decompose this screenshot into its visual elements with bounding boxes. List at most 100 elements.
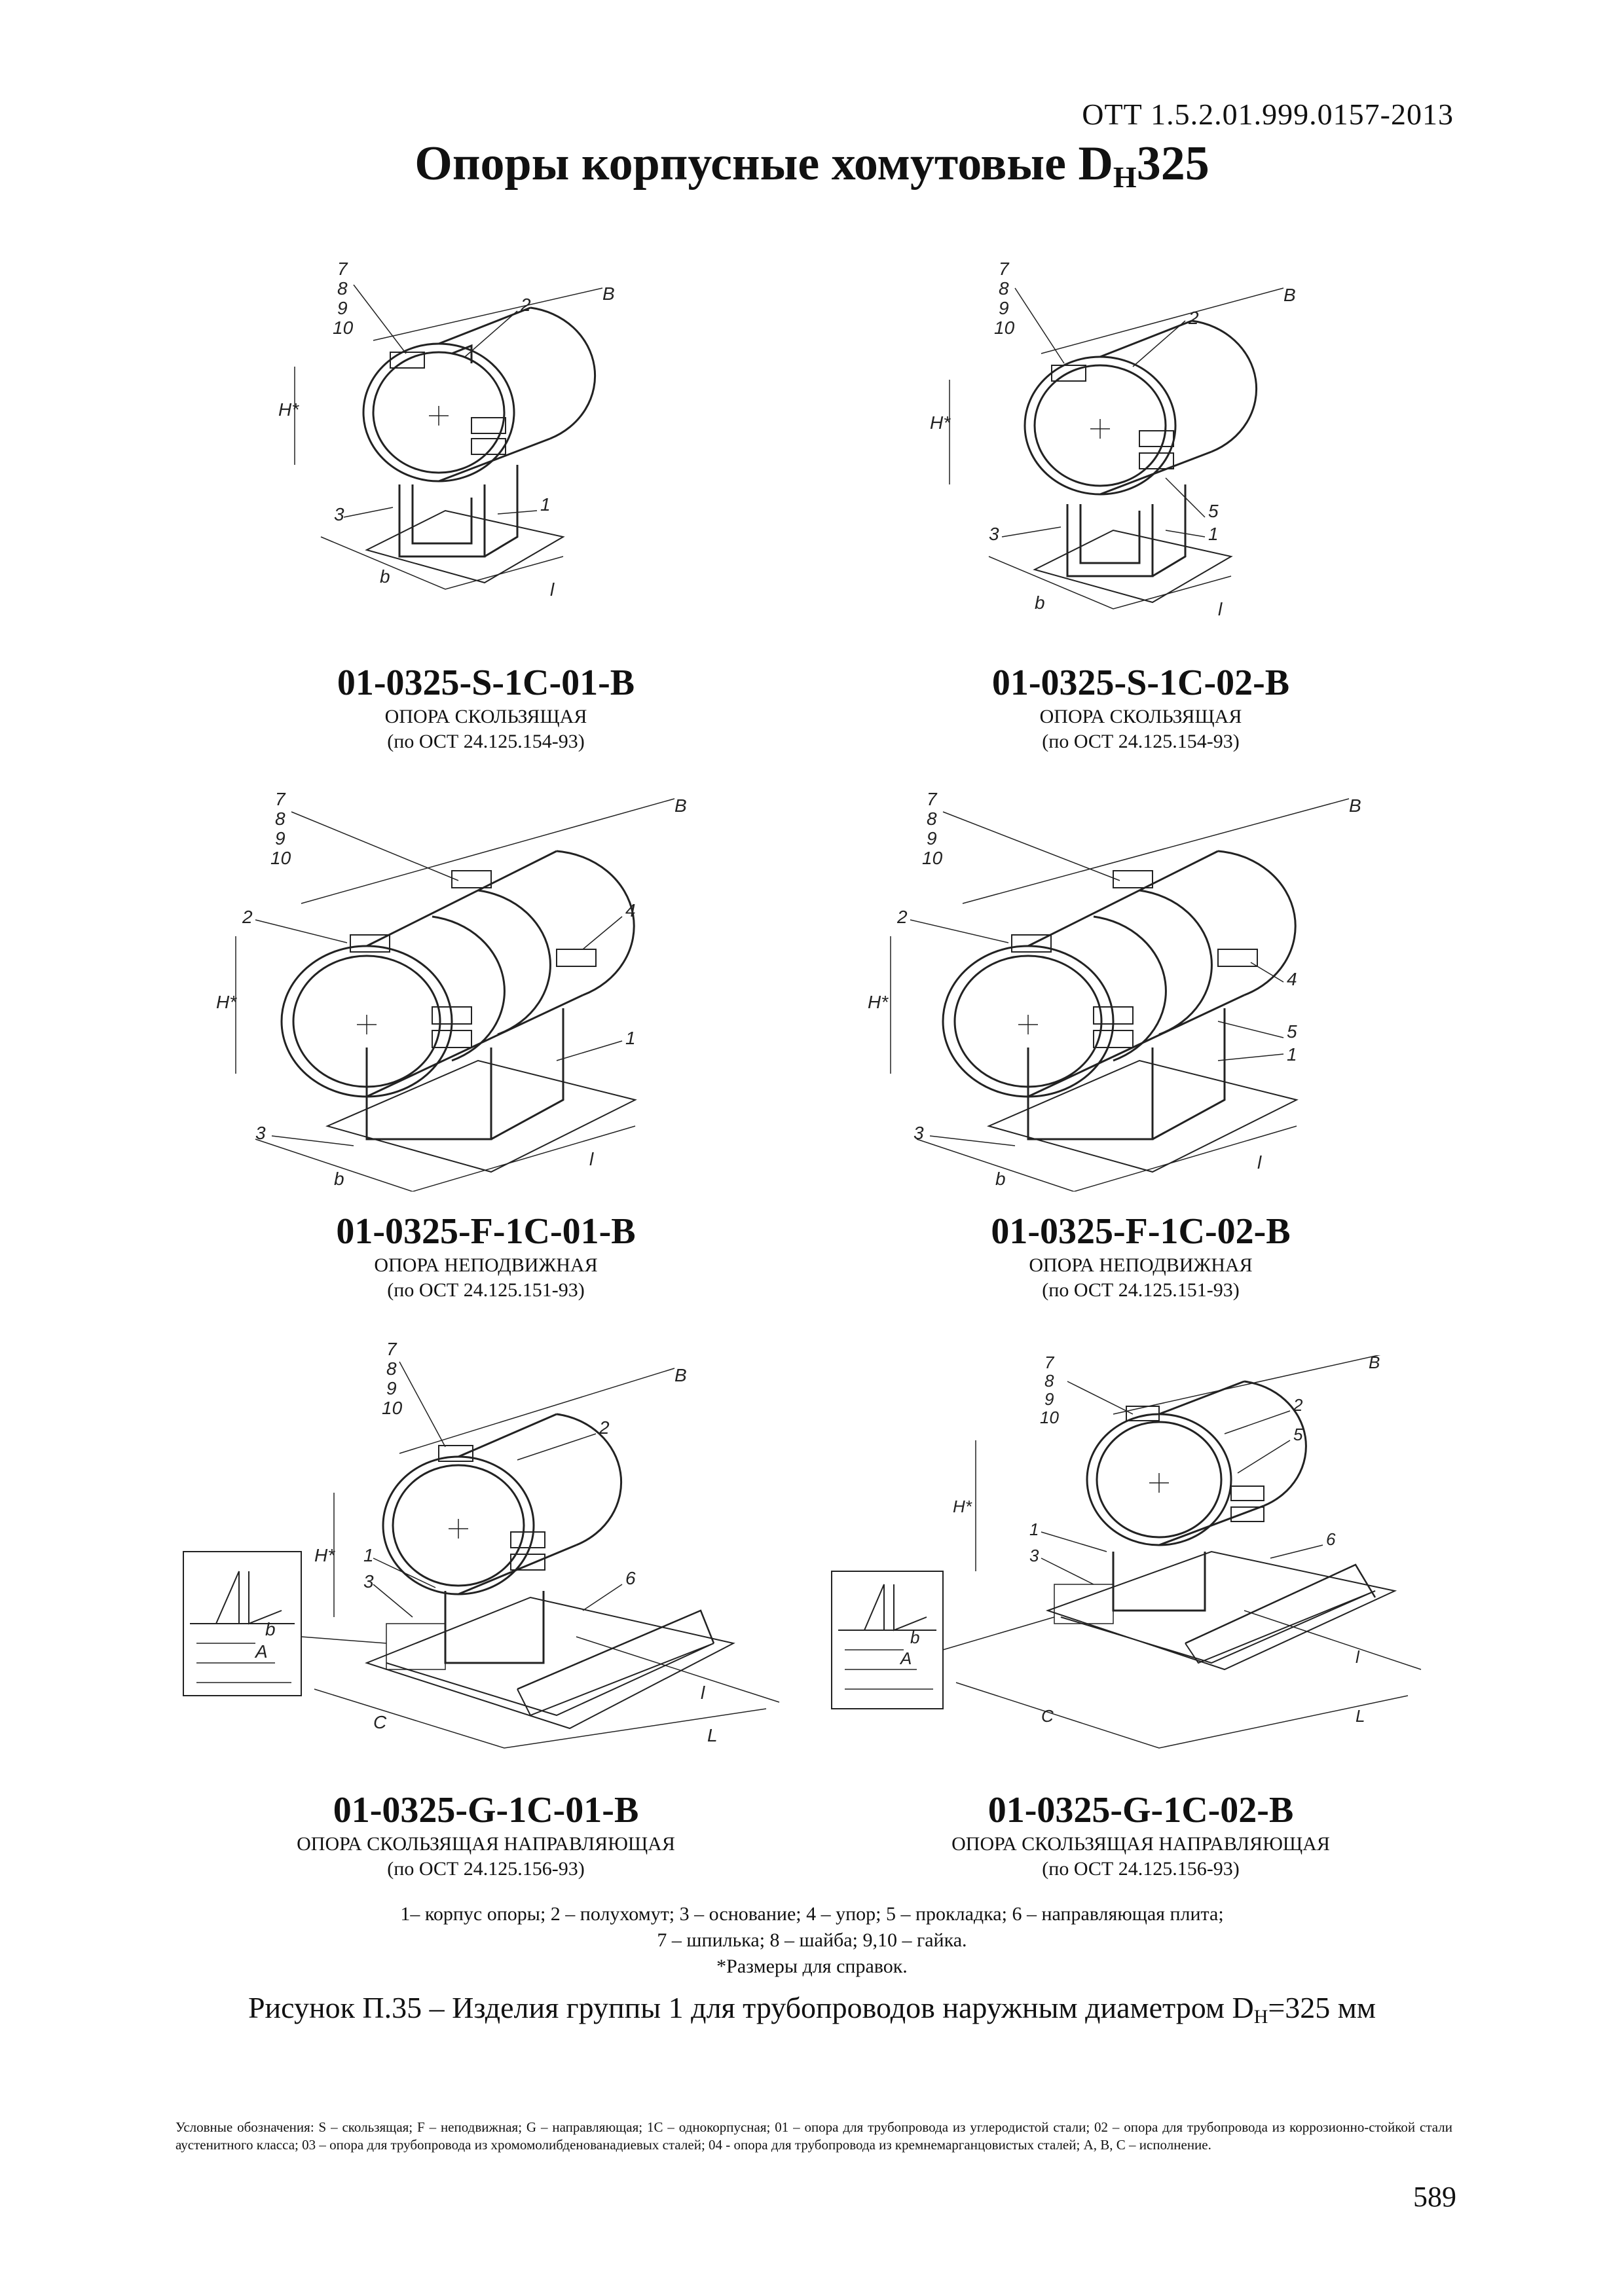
item-name: ОПОРА СКОЛЬЗЯЩАЯ <box>1039 706 1242 727</box>
callout-2: 2 <box>1293 1395 1303 1415</box>
item-standard: (по ОСТ 24.125.151-93) <box>1042 1279 1240 1301</box>
callout-7: 7 <box>1044 1355 1055 1372</box>
callout-8: 8 <box>999 278 1009 299</box>
drawing-f-1c-02: 7 8 9 10 2 4 5 1 3 B H* b l <box>864 786 1375 1192</box>
caption-g-1c-01: 01-0325-G-1C-01-B ОПОРА СКОЛЬЗЯЩАЯ НАПРА… <box>158 1789 813 1882</box>
callout-8: 8 <box>337 278 348 299</box>
drawing-g-1c-02: 7 8 9 10 2 5 1 3 6 B H* C L l b A <box>819 1355 1473 1761</box>
callout-7: 7 <box>927 789 938 809</box>
dim-C: C <box>373 1712 387 1732</box>
callout-7: 7 <box>386 1339 397 1359</box>
item-name: ОПОРА СКОЛЬЗЯЩАЯ НАПРАВЛЯЮЩАЯ <box>951 1833 1330 1855</box>
parts-legend: 1– корпус опоры; 2 – полухомут; 3 – осно… <box>0 1901 1624 1980</box>
callout-1: 1 <box>540 494 551 515</box>
dim-b: b <box>1035 592 1045 613</box>
callout-10: 10 <box>382 1398 403 1418</box>
item-code: 01-0325-G-1C-02-B <box>987 1790 1294 1831</box>
document-code: ОТТ 1.5.2.01.999.0157-2013 <box>1082 98 1454 131</box>
callout-8: 8 <box>386 1358 397 1379</box>
caption-g-1c-02: 01-0325-G-1C-02-B ОПОРА СКОЛЬЗЯЩАЯ НАПРА… <box>813 1789 1468 1882</box>
dim-A: A <box>254 1641 268 1662</box>
callout-3: 3 <box>1029 1546 1039 1565</box>
callout-9: 9 <box>386 1378 397 1398</box>
item-name: ОПОРА НЕПОДВИЖНАЯ <box>374 1254 598 1276</box>
figure-caption: Рисунок П.35 – Изделия группы 1 для труб… <box>0 1990 1624 2028</box>
legend-line-1: 1– корпус опоры; 2 – полухомут; 3 – осно… <box>400 1903 1224 1925</box>
callout-2: 2 <box>520 295 531 315</box>
title-main: Опоры корпусные хомутовые D <box>415 137 1113 191</box>
callout-4: 4 <box>1287 969 1297 989</box>
callout-4: 4 <box>625 900 636 920</box>
callout-3: 3 <box>255 1123 266 1143</box>
legend-line-3: *Размеры для справок. <box>716 1956 908 1977</box>
dim-A: A <box>899 1649 912 1668</box>
drawing-g-1c-01: 7 8 9 10 2 1 3 6 B H* C L l b A <box>177 1336 832 1755</box>
callout-3: 3 <box>363 1571 374 1592</box>
item-standard: (по ОСТ 24.125.156-93) <box>387 1858 585 1880</box>
callout-8: 8 <box>1044 1371 1054 1391</box>
dim-H: H* <box>278 399 299 420</box>
dim-l: l <box>589 1149 594 1169</box>
dim-b: b <box>995 1169 1006 1189</box>
dim-B: B <box>1369 1355 1380 1372</box>
item-code: 01-0325-F-1C-01-B <box>336 1211 636 1252</box>
callout-7: 7 <box>999 259 1010 279</box>
callout-10: 10 <box>1040 1408 1059 1427</box>
dim-B: B <box>602 283 615 304</box>
dim-b: b <box>265 1619 276 1639</box>
caption-s-1c-01: 01-0325-S-1C-01-B ОПОРА СКОЛЬЗЯЩАЯ (по О… <box>158 661 813 754</box>
callout-1: 1 <box>625 1028 636 1048</box>
callout-8: 8 <box>927 809 937 829</box>
figure-caption-tail: =325 мм <box>1268 1991 1376 2024</box>
dim-B: B <box>1283 285 1296 305</box>
drawing-f-1c-01: 7 8 9 10 2 4 1 3 B H* b l <box>216 786 701 1192</box>
drawing-s-1c-02: 7 8 9 10 2 5 1 3 B H* b l <box>917 249 1310 642</box>
callout-5: 5 <box>1287 1021 1297 1042</box>
dim-l: l <box>701 1683 705 1703</box>
caption-s-1c-02: 01-0325-S-1C-02-B ОПОРА СКОЛЬЗЯЩАЯ (по О… <box>813 661 1468 754</box>
dim-L: L <box>707 1725 718 1745</box>
legend-line-2: 7 – шпилька; 8 – шайба; 9,10 – гайка. <box>657 1929 967 1951</box>
callout-10: 10 <box>270 848 291 868</box>
callout-9: 9 <box>337 298 348 318</box>
callout-1: 1 <box>1287 1044 1297 1065</box>
item-standard: (по ОСТ 24.125.151-93) <box>387 1279 585 1301</box>
callout-9: 9 <box>1044 1389 1054 1409</box>
callout-1: 1 <box>363 1545 374 1565</box>
callout-10: 10 <box>922 848 943 868</box>
item-standard: (по ОСТ 24.125.154-93) <box>1042 731 1240 752</box>
callout-3: 3 <box>989 524 999 544</box>
dim-L: L <box>1356 1706 1365 1726</box>
item-name: ОПОРА НЕПОДВИЖНАЯ <box>1029 1254 1253 1276</box>
callout-9: 9 <box>927 828 937 848</box>
callout-2: 2 <box>599 1417 610 1438</box>
callout-7: 7 <box>337 259 348 279</box>
dim-l: l <box>550 579 555 600</box>
item-standard: (по ОСТ 24.125.154-93) <box>387 731 585 752</box>
title-subscript: Н <box>1113 160 1137 194</box>
callout-10: 10 <box>333 318 354 338</box>
callout-2: 2 <box>896 907 908 927</box>
item-standard: (по ОСТ 24.125.156-93) <box>1042 1858 1240 1880</box>
callout-1: 1 <box>1029 1520 1039 1539</box>
dim-H: H* <box>930 412 951 433</box>
callout-3: 3 <box>334 504 344 524</box>
page-title: Опоры корпусные хомутовые DН325 <box>0 136 1624 194</box>
callout-1: 1 <box>1208 524 1219 544</box>
page-number: 589 <box>1413 2181 1456 2213</box>
callout-2: 2 <box>242 907 253 927</box>
drawing-s-1c-01: 7 8 9 10 2 1 3 B H* b l <box>275 249 642 642</box>
dim-H: H* <box>216 992 237 1012</box>
dim-b: b <box>334 1169 344 1189</box>
callout-7: 7 <box>275 789 286 809</box>
callout-3: 3 <box>913 1123 924 1143</box>
callout-5: 5 <box>1208 501 1219 521</box>
caption-f-1c-01: 01-0325-F-1C-01-B ОПОРА НЕПОДВИЖНАЯ (по … <box>158 1210 813 1303</box>
dim-B: B <box>674 1365 687 1385</box>
item-name: ОПОРА СКОЛЬЗЯЩАЯ НАПРАВЛЯЮЩАЯ <box>297 1833 675 1855</box>
callout-5: 5 <box>1293 1425 1303 1444</box>
dim-b: b <box>910 1628 919 1647</box>
callout-10: 10 <box>994 318 1015 338</box>
caption-f-1c-02: 01-0325-F-1C-02-B ОПОРА НЕПОДВИЖНАЯ (по … <box>813 1210 1468 1303</box>
item-code: 01-0325-S-1C-02-B <box>991 663 1290 703</box>
